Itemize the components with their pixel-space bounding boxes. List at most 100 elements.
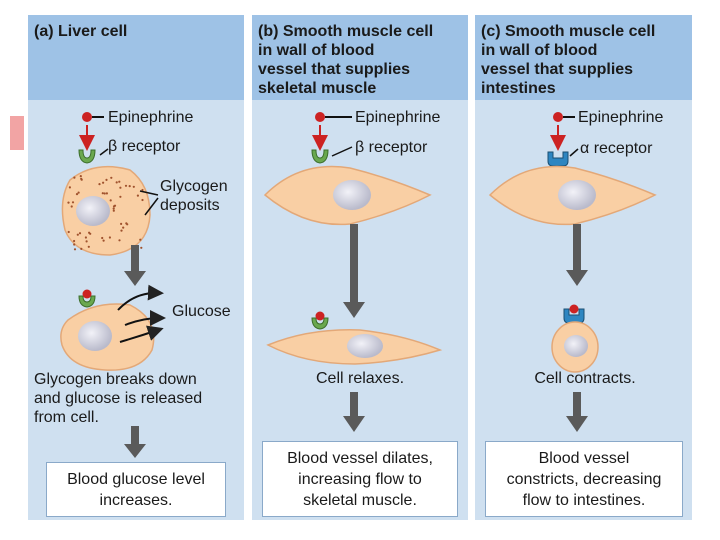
decorative-red-bar <box>10 116 24 150</box>
glycogen-granule <box>67 201 70 204</box>
nucleus <box>76 196 110 226</box>
smooth-muscle-cell <box>488 165 657 226</box>
glycogen-granule <box>73 239 76 243</box>
glycogen-granule <box>112 207 115 210</box>
glycogen-granule <box>125 222 128 225</box>
process-arrow <box>343 224 365 318</box>
glycogen-granule <box>70 205 73 208</box>
nucleus <box>558 180 596 210</box>
process-arrow <box>124 426 146 458</box>
glycogen-granule <box>84 236 87 239</box>
glycogen-granule <box>118 180 121 183</box>
nucleus <box>78 321 112 351</box>
glycogen-granule <box>108 236 111 239</box>
glycogen-granule <box>105 192 108 195</box>
glycogen-granule <box>73 248 77 251</box>
liver-cell <box>61 165 151 256</box>
glycogen-granule <box>141 188 144 192</box>
glycogen-granule <box>120 229 123 232</box>
glycogen-granule <box>101 236 104 240</box>
glucose-arrow <box>119 325 164 343</box>
response-text: Glycogen breaks down and glucose is rele… <box>34 371 203 426</box>
glycogen-granule <box>68 186 71 189</box>
beta-receptor <box>78 148 109 164</box>
panel-skeletal-vessel: (b) Smooth muscle cell in wall of blood … <box>252 15 468 520</box>
glycogen-granule <box>136 194 139 197</box>
nucleus <box>347 334 383 358</box>
panel-title: (c) Smooth muscle cell in wall of blood … <box>481 23 656 97</box>
bound-alpha-receptor <box>563 304 585 324</box>
glycogen-granule <box>76 233 79 236</box>
panel-intestine-vessel: (c) Smooth muscle cell in wall of blood … <box>475 15 692 520</box>
glycogen-granule <box>105 178 108 181</box>
glycogen-granule <box>80 177 83 180</box>
epinephrine-ligand <box>553 112 575 122</box>
bound-beta-receptor <box>311 311 329 330</box>
glycogen-granule <box>79 175 82 178</box>
glycogen-granule <box>102 239 105 242</box>
glycogen-granule <box>140 246 143 249</box>
glycogen-granule <box>101 192 104 195</box>
panel-title: (b) Smooth muscle cell in wall of blood … <box>258 23 434 97</box>
panel-header <box>475 15 692 100</box>
glycogen-granule <box>87 245 90 248</box>
glycogen-granule <box>141 198 144 202</box>
epinephrine-label: Epinephrine <box>355 109 441 126</box>
glycogen-granule <box>80 247 83 250</box>
panel-header <box>28 15 244 100</box>
glycogen-granule <box>118 239 121 242</box>
glycogen-granule <box>139 238 142 241</box>
relaxed-muscle-cell <box>266 329 443 365</box>
liver-cell-active <box>60 303 155 371</box>
glycogen-granule <box>112 209 115 212</box>
nucleus <box>564 335 588 357</box>
epinephrine-label: Epinephrine <box>108 109 194 126</box>
panel-header <box>252 15 468 100</box>
glycogen-granule <box>85 240 88 243</box>
glycogen-granule <box>71 201 75 204</box>
glycogen-granule <box>115 181 118 184</box>
glycogen-granule <box>113 204 117 207</box>
glycogen-granule <box>77 191 80 194</box>
glucose-arrow <box>124 310 166 327</box>
epinephrine-ligand <box>315 112 352 122</box>
glycogen-granule <box>120 222 123 225</box>
glycogen-granule <box>110 176 113 179</box>
process-arrow <box>124 245 146 286</box>
glycogen-granule <box>132 185 135 188</box>
deposits-pointer <box>144 197 159 216</box>
glycogen-granule <box>67 230 70 234</box>
glycogen-granule <box>103 192 106 195</box>
glycogen-granule <box>102 181 105 184</box>
glycogen-granule <box>73 243 76 246</box>
epinephrine-label: Epinephrine <box>578 109 664 126</box>
receptor-label: β receptor <box>355 139 428 156</box>
glucose-arrow <box>117 284 164 311</box>
receptor-label: α receptor <box>580 140 653 157</box>
glycogen-deposits <box>67 175 144 251</box>
glycogen-granule <box>88 231 91 234</box>
process-arrow <box>566 392 588 432</box>
panel-title: (a) Liver cell <box>34 23 128 40</box>
glycogen-granule <box>119 186 122 189</box>
glycogen-granule <box>109 199 112 202</box>
glycogen-granule <box>119 195 122 198</box>
beta-receptor <box>311 146 353 164</box>
epinephrine-ligand <box>82 112 104 122</box>
bound-beta-receptor <box>78 289 96 308</box>
outcome-box: Blood vessel dilates, increasing flow to… <box>262 441 458 517</box>
deposits-pointer <box>139 190 159 196</box>
glycogen-granule <box>128 185 131 188</box>
alpha-receptor <box>547 148 579 167</box>
smooth-muscle-cell <box>263 165 432 226</box>
receptor-label: β receptor <box>108 138 181 155</box>
response-text: Cell relaxes. <box>315 370 405 387</box>
glycogen-deposits-label: Glycogen deposits <box>160 178 228 214</box>
glycogen-granule <box>73 176 76 179</box>
outcome-box: Blood glucose level increases. <box>46 462 226 517</box>
contracted-muscle-cell <box>551 321 599 373</box>
outcome-box: Blood vessel constricts, decreasing flow… <box>485 441 683 517</box>
glycogen-granule <box>124 184 128 187</box>
glycogen-granule <box>75 193 79 196</box>
